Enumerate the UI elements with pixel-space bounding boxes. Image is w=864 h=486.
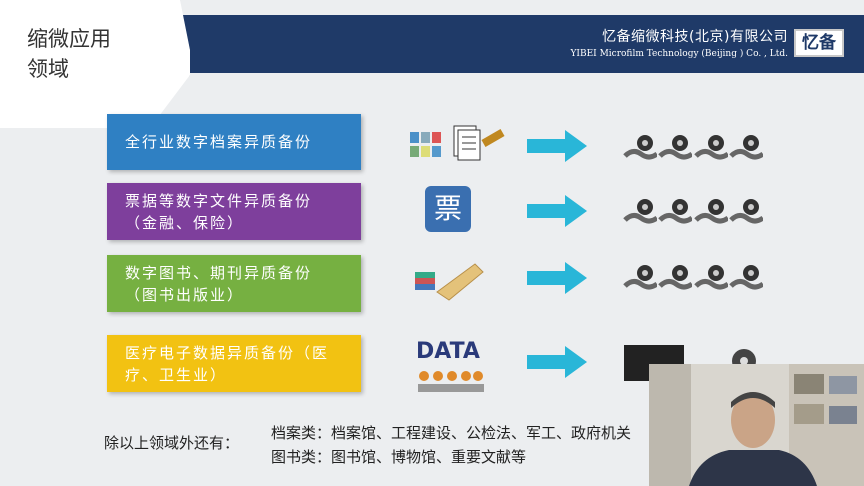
film-reel-icon bbox=[729, 265, 763, 290]
film-reel-icon bbox=[623, 199, 657, 224]
film-reel-icon bbox=[693, 265, 728, 290]
film-reel-icon bbox=[623, 265, 657, 290]
application-row-bills: 票据等数字文件异质备份 （金融、保险） bbox=[107, 183, 361, 240]
library-category-line: 图书类：图书馆、博物馆、重要文献等 bbox=[271, 448, 527, 466]
company-name-en: YIBEI Microfilm Technology (Beijing ) Co… bbox=[570, 49, 788, 59]
microfilm-reels bbox=[623, 134, 763, 164]
title-card bbox=[0, 0, 190, 128]
film-reel-icon bbox=[729, 135, 763, 160]
arrow-icon bbox=[527, 262, 587, 294]
page-title-line1: 缩微应用 bbox=[27, 27, 111, 51]
company-name-cn: 忆备缩微科技(北京)有限公司 bbox=[602, 29, 788, 45]
microfilm-reels bbox=[623, 264, 763, 294]
page-title: 缩微应用 领域 bbox=[27, 24, 111, 84]
row-sublabel: （图书出版业） bbox=[125, 285, 245, 304]
page-title-line2: 领域 bbox=[27, 57, 69, 81]
row-label: 数字图书、期刊异质备份 bbox=[125, 263, 313, 282]
row-label: 全行业数字档案异质备份 bbox=[125, 133, 313, 151]
data-team-icon: DATA bbox=[416, 339, 484, 392]
film-reel-icon bbox=[693, 135, 728, 160]
company-logo: 忆备 bbox=[794, 29, 844, 57]
ticket-icon: 票 bbox=[425, 186, 471, 232]
application-row-medical: 医疗电子数据异质备份（医 疗、卫生业） bbox=[107, 335, 361, 392]
documents-icon bbox=[410, 125, 505, 161]
film-reel-icon bbox=[658, 199, 693, 224]
archive-category-line: 档案类：档案馆、工程建设、公检法、军工、政府机关 bbox=[271, 424, 632, 442]
row-label: 票据等数字文件异质备份 bbox=[125, 191, 313, 210]
books-scroll-icon bbox=[415, 263, 484, 301]
film-reel-icon bbox=[729, 199, 763, 224]
film-reel-icon bbox=[658, 265, 693, 290]
row-label: 医疗电子数据异质备份（医 bbox=[125, 343, 330, 362]
arrow-icon bbox=[527, 195, 587, 227]
webcam-overlay bbox=[649, 364, 864, 486]
other-fields-label: 除以上领域外还有： bbox=[104, 434, 240, 452]
microfilm-reels bbox=[623, 198, 763, 228]
row-sublabel: 疗、卫生业） bbox=[125, 365, 228, 384]
application-row-books: 数字图书、期刊异质备份 （图书出版业） bbox=[107, 255, 361, 312]
film-reel-icon bbox=[693, 199, 728, 224]
film-reel-icon bbox=[658, 135, 693, 160]
arrow-icon bbox=[527, 346, 587, 378]
film-reel-icon bbox=[623, 135, 657, 160]
arrow-icon bbox=[527, 130, 587, 162]
company-name: 忆备缩微科技(北京)有限公司 YIBEI Microfilm Technolog… bbox=[570, 26, 788, 59]
row-sublabel: （金融、保险） bbox=[125, 213, 245, 232]
application-row-archives: 全行业数字档案异质备份 bbox=[107, 114, 361, 170]
data-word: DATA bbox=[416, 339, 480, 364]
